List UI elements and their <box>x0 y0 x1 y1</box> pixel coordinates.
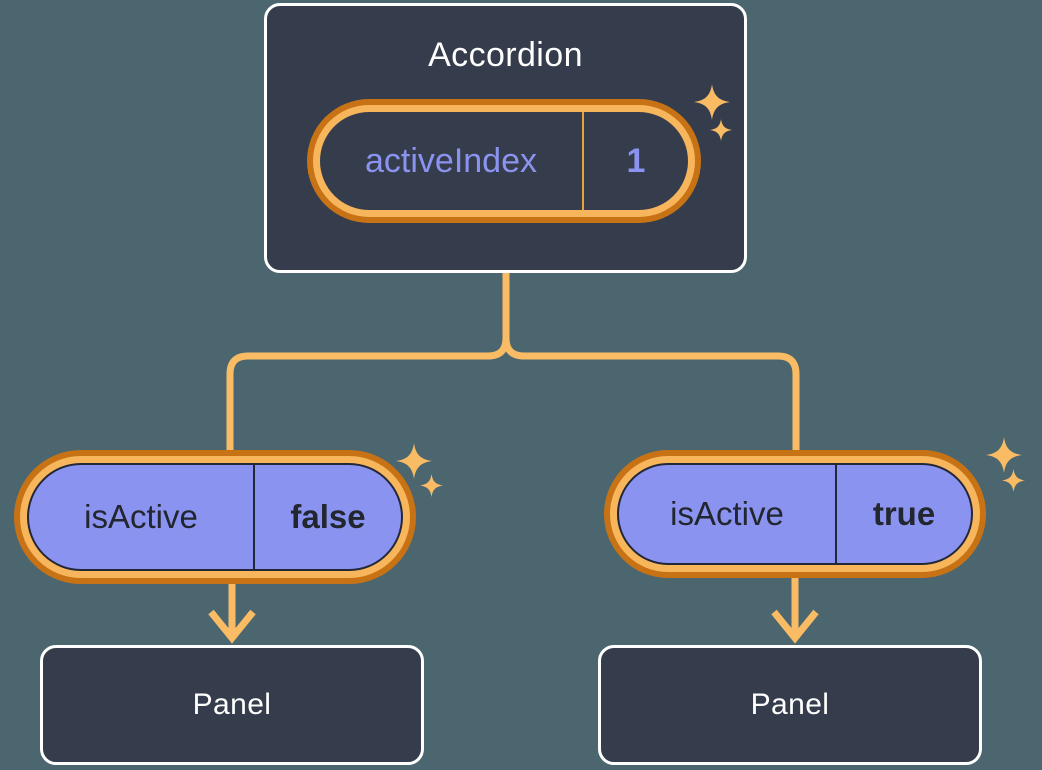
pill-highlight-ring: activeIndex 1 <box>313 105 695 217</box>
pill-highlight-ring: isActive true <box>610 456 980 572</box>
panel-title: Panel <box>750 688 830 721</box>
accordion-title: Accordion <box>428 36 583 74</box>
state-value-label: 1 <box>626 141 646 180</box>
state-key-label: isActive <box>619 465 837 563</box>
state-pill-isactive-left[interactable]: isActive false <box>14 450 416 584</box>
pill-body: activeIndex 1 <box>320 112 688 210</box>
state-value-label: false <box>290 498 366 535</box>
pill-body: isActive true <box>617 463 973 565</box>
sparkle-icon <box>986 437 1022 473</box>
state-key-label: isActive <box>29 465 255 569</box>
sparkle-small-icon <box>420 474 443 497</box>
sparkle-icon <box>694 84 730 120</box>
sparkle-icon <box>396 443 432 479</box>
panel-title: Panel <box>192 688 272 721</box>
state-pill-activeindex[interactable]: activeIndex 1 <box>307 99 701 223</box>
pill-highlight-ring: isActive false <box>20 456 410 578</box>
state-value-label: true <box>872 495 936 532</box>
state-key-label: activeIndex <box>320 112 584 210</box>
state-pill-isactive-right[interactable]: isActive true <box>604 450 986 578</box>
panel-component-node-left[interactable]: Panel <box>40 645 424 765</box>
pill-body: isActive false <box>27 463 403 571</box>
sparkle-small-icon <box>1002 469 1025 492</box>
sparkle-small-icon <box>710 119 732 141</box>
panel-component-node-right[interactable]: Panel <box>598 645 982 765</box>
